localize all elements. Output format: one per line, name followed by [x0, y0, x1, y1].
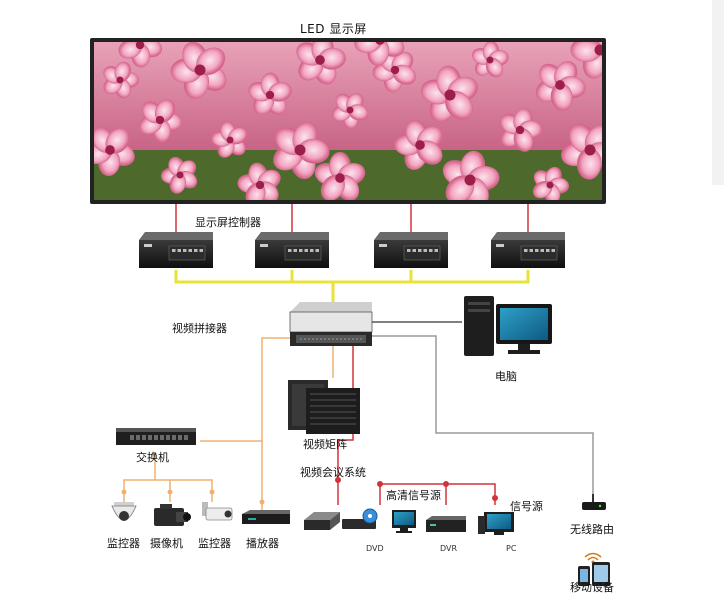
led-display-screen: [90, 38, 606, 204]
flower-blossom: [314, 151, 366, 200]
flower-blossom: [103, 61, 140, 99]
flower-blossom: [331, 93, 369, 130]
flower-blossom: [570, 42, 602, 79]
pc-label: PC: [506, 544, 517, 553]
flower-blossom: [170, 42, 227, 99]
flower-blossom: [442, 150, 500, 200]
media-player-device: [242, 510, 290, 524]
router-label: 无线路由: [570, 523, 614, 536]
display-controller-device: [255, 232, 329, 268]
pc-icon: [478, 512, 514, 535]
video-matrix-device: [288, 380, 360, 434]
flower-blossom: [535, 60, 586, 111]
dvd-device: [342, 508, 378, 529]
controller-label: 显示屏控制器: [195, 216, 261, 229]
mobile-devices-icon: [578, 562, 610, 586]
camcorder-icon: [154, 504, 191, 526]
flower-blossom: [248, 72, 292, 115]
desktop-computer-icon: [392, 510, 416, 533]
flower-blossom: [354, 42, 405, 66]
hd-source-label: 高清信号源: [386, 489, 441, 502]
signal-source-label: 信号源: [510, 500, 543, 513]
display-controller-device: [139, 232, 213, 268]
monitor-label-2: 监控器: [198, 537, 231, 550]
mobile-label: 移动设备: [570, 581, 614, 594]
dvd-label: DVD: [366, 544, 384, 553]
flower-blossom: [273, 122, 330, 180]
player-label: 播放器: [246, 537, 279, 550]
computer-icon: [464, 296, 552, 356]
flower-blossom: [211, 121, 248, 158]
dvr-label: DVR: [440, 544, 458, 553]
wifi-router-icon: [582, 494, 606, 510]
video-splicer-device: [289, 302, 373, 346]
matrix-label: 视频矩阵: [303, 438, 347, 451]
flower-blossom: [118, 42, 163, 68]
display-controller-device: [374, 232, 448, 268]
flower-blossom: [237, 162, 281, 200]
flower-blossom: [296, 42, 346, 85]
flower-blossom: [532, 166, 569, 200]
dvr-device: [426, 516, 466, 532]
conference-codec-device: [304, 512, 340, 530]
flower-image: [94, 42, 602, 200]
display-title: LED 显示屏: [300, 22, 367, 36]
flower-blossom: [393, 119, 444, 170]
flower-blossom: [161, 156, 198, 194]
camera-label: 摄像机: [150, 537, 183, 550]
network-switch-device: [116, 428, 196, 445]
flower-blossom: [94, 126, 135, 176]
flower-blossom: [472, 42, 509, 78]
switch-label: 交换机: [136, 451, 169, 464]
flower-blossom: [138, 99, 183, 143]
page-side-strip: [712, 0, 724, 185]
video-conference-label: 视频会议系统: [300, 466, 366, 479]
computer-label: 电脑: [495, 370, 517, 383]
connection-lines: [121, 204, 594, 512]
flower-blossom: [561, 123, 602, 180]
display-controller-device: [491, 232, 565, 268]
dome-monitor-icon: [111, 502, 137, 521]
flower-blossom: [420, 65, 478, 122]
monitor-label-1: 监控器: [107, 537, 140, 550]
wifi-signal-icon: [584, 552, 602, 564]
bullet-camera-icon: [202, 502, 233, 521]
flower-blossom: [500, 108, 543, 152]
splicer-label: 视频拼接器: [172, 322, 227, 335]
